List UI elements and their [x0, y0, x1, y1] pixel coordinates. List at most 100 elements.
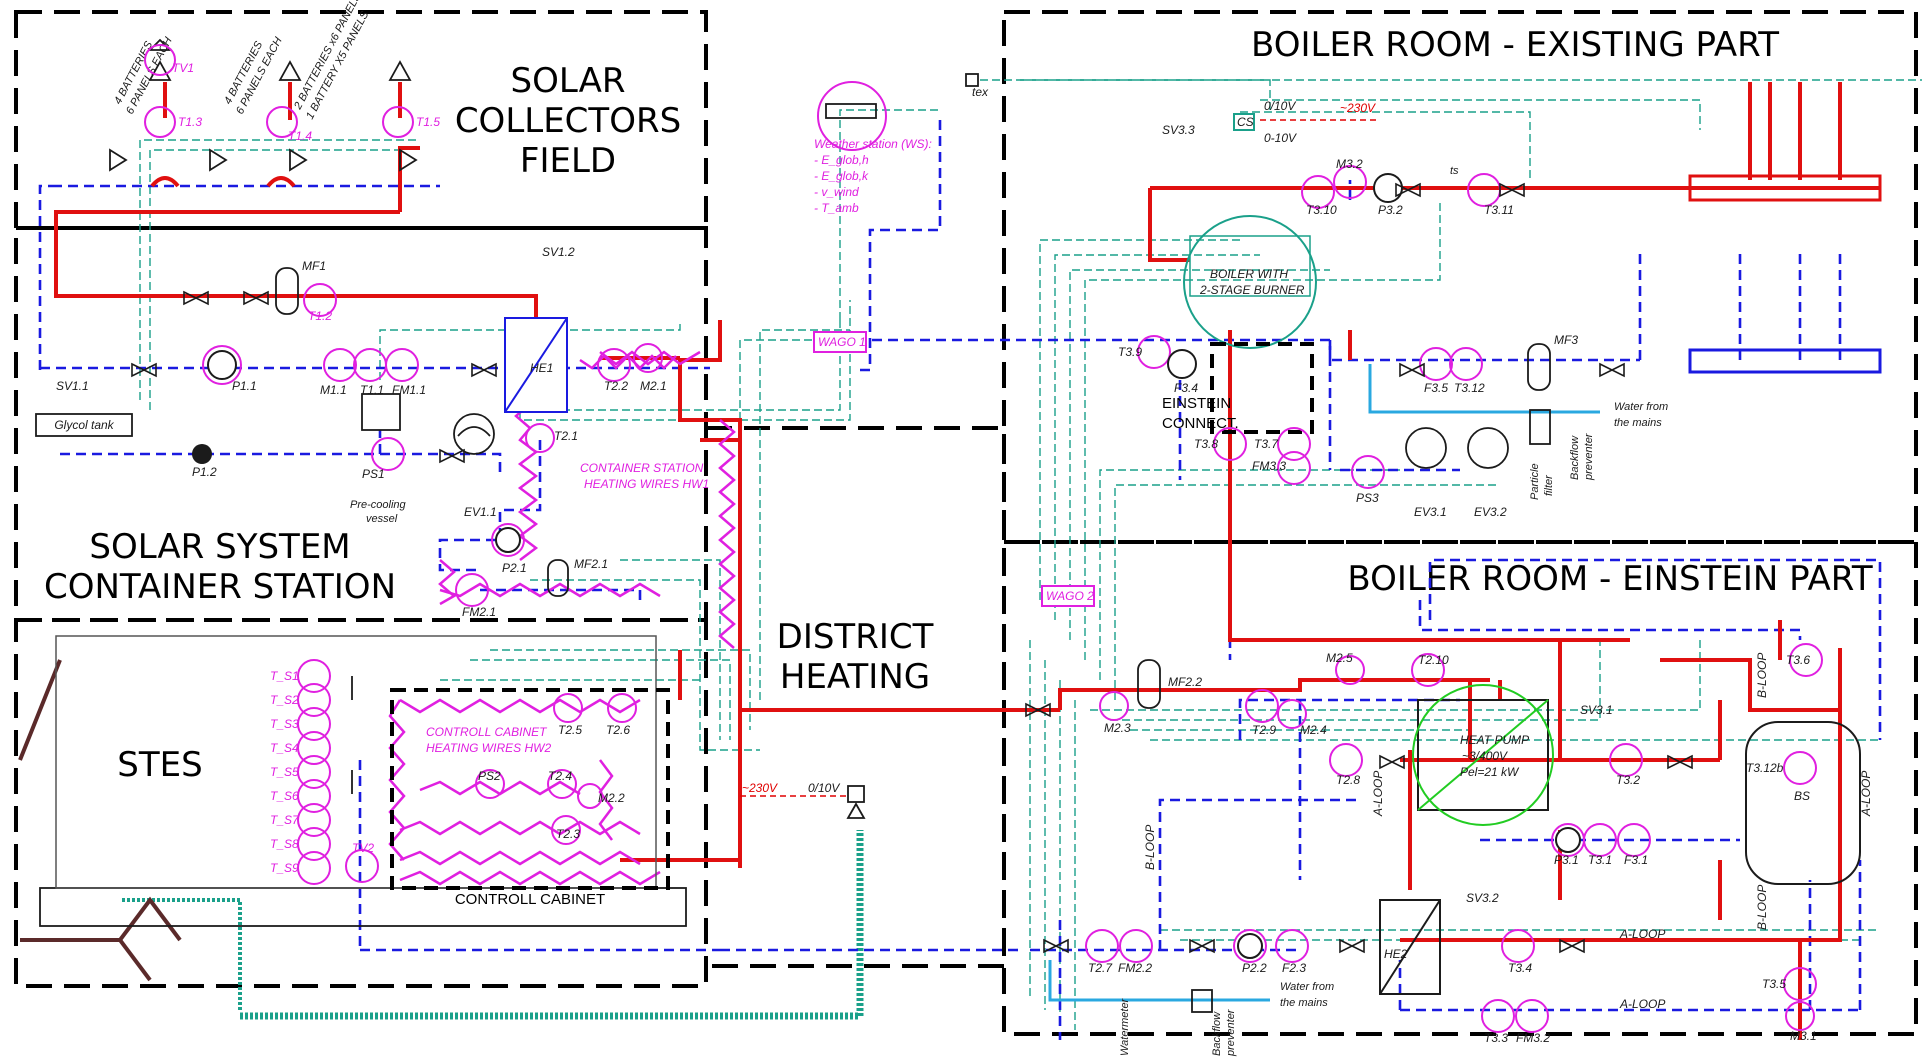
- tag-m23: M2.3: [1104, 721, 1131, 735]
- signal-010v-a: 0/10V: [808, 781, 840, 795]
- return-manifold: [1688, 348, 1882, 374]
- container-station-title-2: CONTAINER STATION: [44, 567, 396, 607]
- tag-t28: T2.8: [1336, 773, 1360, 787]
- weather-item-4: - T_amb: [814, 201, 859, 215]
- boiler: [1183, 215, 1317, 349]
- b-loop-2: B-LOOP: [1755, 653, 1769, 698]
- weather-title: Weather station (WS):: [814, 137, 932, 151]
- mains-water: [1048, 364, 1600, 1002]
- tag-t36: T3.6: [1786, 653, 1810, 667]
- tag-m25: M2.5: [1326, 651, 1353, 665]
- weather-item-1: - E_glob,h: [814, 153, 869, 167]
- district-heating-title-1: DISTRICT: [777, 617, 934, 657]
- tag-tex: tex: [972, 85, 989, 99]
- tag-ts2: T_S2: [270, 693, 299, 707]
- tag-mf21: MF2.1: [574, 557, 608, 571]
- heat-pump: [1417, 699, 1549, 811]
- tag-ts: ts: [1450, 165, 1459, 177]
- tag-ps3: PS3: [1356, 491, 1379, 505]
- tag-t31: T3.1: [1588, 853, 1612, 867]
- watermeter-label: Watermeter: [1119, 997, 1131, 1056]
- boiler-label-2: 2-STAGE BURNER: [1199, 283, 1305, 297]
- tag-t13: T1.3: [178, 115, 202, 129]
- tag-t26: T2.6: [606, 723, 630, 737]
- tag-t312: T3.12: [1454, 381, 1485, 395]
- tag-p11: P1.1: [232, 379, 257, 393]
- he1-label: HE1: [530, 361, 553, 375]
- container-wires-label-2: HEATING WIRES HW1: [584, 477, 709, 491]
- a-loop-3: A-LOOP: [1619, 997, 1665, 1011]
- tag-ts1: T_S1: [270, 669, 299, 683]
- backflow-2a: Backflow: [1211, 1011, 1223, 1056]
- tag-mf3: MF3: [1554, 333, 1578, 347]
- tag-fm33: FM3.3: [1252, 459, 1286, 473]
- tag-ev11: EV1.1: [464, 505, 497, 519]
- tag-t12: T1.2: [308, 309, 332, 323]
- stes-title: STES: [117, 745, 202, 785]
- container-wires-label-1: CONTAINER STATION: [580, 461, 704, 475]
- instrument-t14: [266, 106, 298, 138]
- tag-tv2: TV2: [352, 841, 374, 855]
- wago-1-box: [813, 331, 867, 353]
- mains-1a: Water from: [1614, 401, 1668, 413]
- tag-t24: T2.4: [548, 769, 572, 783]
- signal-010v-c: 0/10V: [1264, 99, 1296, 113]
- wago-boxes: WAGO 1 WAGO 2: [813, 331, 1095, 607]
- tag-fm22: FM2.2: [1118, 961, 1152, 975]
- solar-field-title-2: COLLECTORS: [455, 101, 681, 141]
- boiler-existing-title: BOILER ROOM - EXISTING PART: [1251, 25, 1779, 65]
- tag-t310: T3.10: [1306, 203, 1337, 217]
- tag-ev31: EV3.1: [1414, 505, 1447, 519]
- tag-t35: T3.5: [1762, 977, 1786, 991]
- tag-ts8: T_S8: [270, 837, 299, 851]
- tag-p32: P3.2: [1378, 203, 1403, 217]
- tag-sv32: SV3.2: [1466, 891, 1499, 905]
- tag-ts5: T_S5: [270, 765, 299, 779]
- tag-p22: P2.2: [1242, 961, 1267, 975]
- solar-field-title-1: SOLAR: [511, 61, 626, 101]
- glycol-tank: [35, 413, 133, 437]
- particle-filter-1: Particle: [1529, 463, 1541, 500]
- tag-ts7: T_S7: [270, 813, 300, 827]
- signal-230v-a: ~230V: [742, 781, 778, 795]
- backflow-2b: preventer: [1225, 1008, 1237, 1057]
- tag-t14: T1.4: [288, 129, 312, 143]
- mains-2b: the mains: [1280, 997, 1328, 1009]
- weather-item-2: - E_glob,k: [814, 169, 869, 183]
- tag-m32: M3.2: [1336, 157, 1363, 171]
- tag-p12: P1.2: [192, 465, 217, 479]
- buffer-storage: [1745, 721, 1861, 885]
- container-station-equipment: Glycol tank HE1 MF1 SV1.2 T1.2 SV1.1 P1.…: [35, 245, 709, 619]
- boiler-existing-equipment: tex CS 0/10V 0-10V ~230V SV3.3 M3.2 T3.1…: [965, 73, 1882, 519]
- b-loop-3: B-LOOP: [1755, 885, 1769, 930]
- zone-borders: [14, 10, 1918, 1036]
- particle-filter-2: filter: [1543, 474, 1555, 496]
- valve-glyphs: [131, 182, 1693, 954]
- stes-sensors: [297, 659, 331, 885]
- tag-mf1: MF1: [302, 259, 326, 273]
- tag-tv1: TV1: [172, 61, 194, 75]
- a-loop-2: A-LOOP: [1619, 927, 1665, 941]
- tag-t22: T2.2: [604, 379, 628, 393]
- district-heating-title-2: HEATING: [780, 657, 930, 697]
- district-signals: ~230V 0/10V: [740, 781, 866, 819]
- b-loop-1: B-LOOP: [1143, 825, 1157, 870]
- zone-titles: SOLAR COLLECTORS FIELD SOLAR SYSTEM CONT…: [44, 25, 1873, 785]
- tag-sv11: SV1.1: [56, 379, 89, 393]
- pre-cooling-label-2: vessel: [366, 513, 398, 525]
- tag-ts3: T_S3: [270, 717, 299, 731]
- tag-fm32: FM3.2: [1516, 1031, 1550, 1045]
- tag-t39: T3.9: [1118, 345, 1142, 359]
- tag-m31: M3.1: [1790, 1029, 1817, 1043]
- tag-m24: M2.4: [1300, 723, 1327, 737]
- stes-equipment: T_S1 T_S2 T_S3 T_S4 T_S5 T_S6 T_S7 T_S8 …: [18, 635, 687, 982]
- tag-ev32: EV3.2: [1474, 505, 1507, 519]
- boiler-einstein-title: BOILER ROOM - EINSTEIN PART: [1347, 559, 1873, 599]
- tag-p31: P3.1: [1554, 853, 1579, 867]
- tag-t37: T3.7: [1254, 437, 1279, 451]
- tag-fm21: FM2.1: [462, 605, 496, 619]
- tag-f35: F3.5: [1424, 381, 1448, 395]
- tag-sv12: SV1.2: [542, 245, 575, 259]
- tag-sv31: SV3.1: [1580, 703, 1613, 717]
- signal-010v-b: 0-10V: [1264, 131, 1297, 145]
